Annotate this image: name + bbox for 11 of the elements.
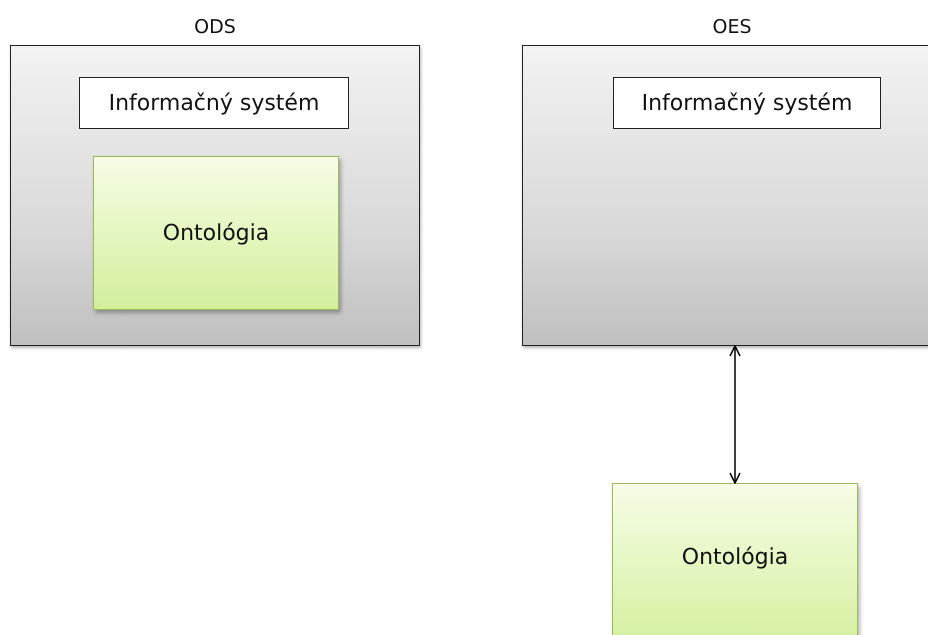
ontology-box (93, 156, 339, 310)
panel-heading: OES (711, 16, 753, 38)
box-label: Ontológia (682, 545, 788, 570)
box-label: Ontológia (162, 220, 270, 246)
ontology-box (612, 483, 858, 635)
double-arrow (729, 345, 741, 484)
box-label: Informačný systém (108, 90, 320, 116)
text-box (613, 77, 881, 129)
box-label: Informačný systém (642, 90, 852, 116)
panel-heading: ODS (193, 16, 237, 38)
text-box (79, 77, 349, 129)
